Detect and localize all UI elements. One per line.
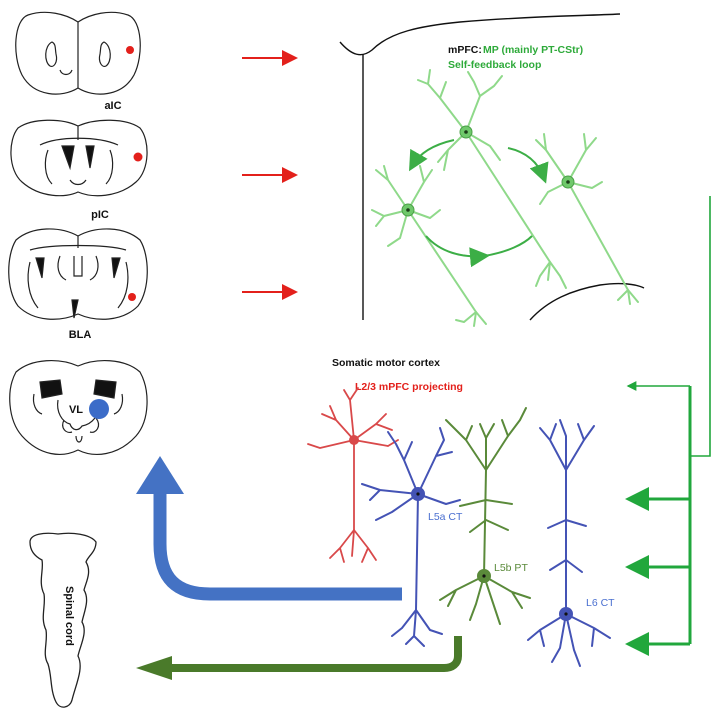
- mpfc-title-rest: MP (mainly PT-CStr): [483, 44, 583, 56]
- mpfc-title-prefix: mPFC:: [448, 44, 482, 56]
- neuron-l6-ct: [527, 419, 611, 667]
- brain-section-aic: [15, 11, 141, 95]
- label-aic: aIC: [104, 100, 121, 112]
- spinal-cord-outline: [29, 532, 97, 708]
- neuron-l23: [307, 387, 399, 563]
- motor-cortex-title: Somatic motor cortex: [332, 357, 440, 369]
- bla-site-dot: [128, 293, 136, 301]
- loop-arrow-left-to-right: [425, 235, 490, 268]
- label-vl: VL: [69, 404, 83, 416]
- loop-arrow-center-to-left: [409, 139, 455, 172]
- l23-label: L2/3 mPFC projecting: [355, 381, 463, 393]
- loop-arrow-center-to-right: [507, 147, 549, 184]
- neuron-l5b-pt: [439, 407, 531, 625]
- mpfc-subtitle: Self-feedback loop: [448, 59, 541, 71]
- brain-section-vl: [9, 360, 148, 455]
- arrow-l5b-to-spinal-shaft: [170, 636, 462, 672]
- l5a-label: L5a CT: [428, 511, 463, 523]
- mpfc-output-bracket: [625, 196, 711, 656]
- arrow-l5a-to-vl-shaft: [153, 492, 402, 601]
- spinal-cord-label: Spinal cord: [63, 586, 75, 646]
- mpfc-neuron-center: [417, 69, 567, 289]
- neuron-l5a-ct: [361, 427, 461, 647]
- brain-section-pic: [10, 119, 148, 197]
- arrow-l5a-to-vl-head: [136, 456, 184, 494]
- brain-section-bla: [8, 228, 148, 320]
- aic-site-dot: [126, 46, 134, 54]
- mpfc-outline: [339, 13, 645, 321]
- loop-arc-lower: [483, 235, 533, 257]
- pic-site-dot: [133, 152, 143, 162]
- l5b-label: L5b PT: [494, 562, 528, 574]
- arrow-l5b-to-spinal-head: [136, 656, 172, 680]
- vl-site-dot: [89, 399, 109, 419]
- label-bla: BLA: [69, 329, 92, 341]
- l6-label: L6 CT: [586, 597, 615, 609]
- mpfc-neuron-right: [535, 133, 639, 305]
- label-pic: pIC: [91, 209, 109, 221]
- mpfc-neuron-left: [371, 165, 487, 327]
